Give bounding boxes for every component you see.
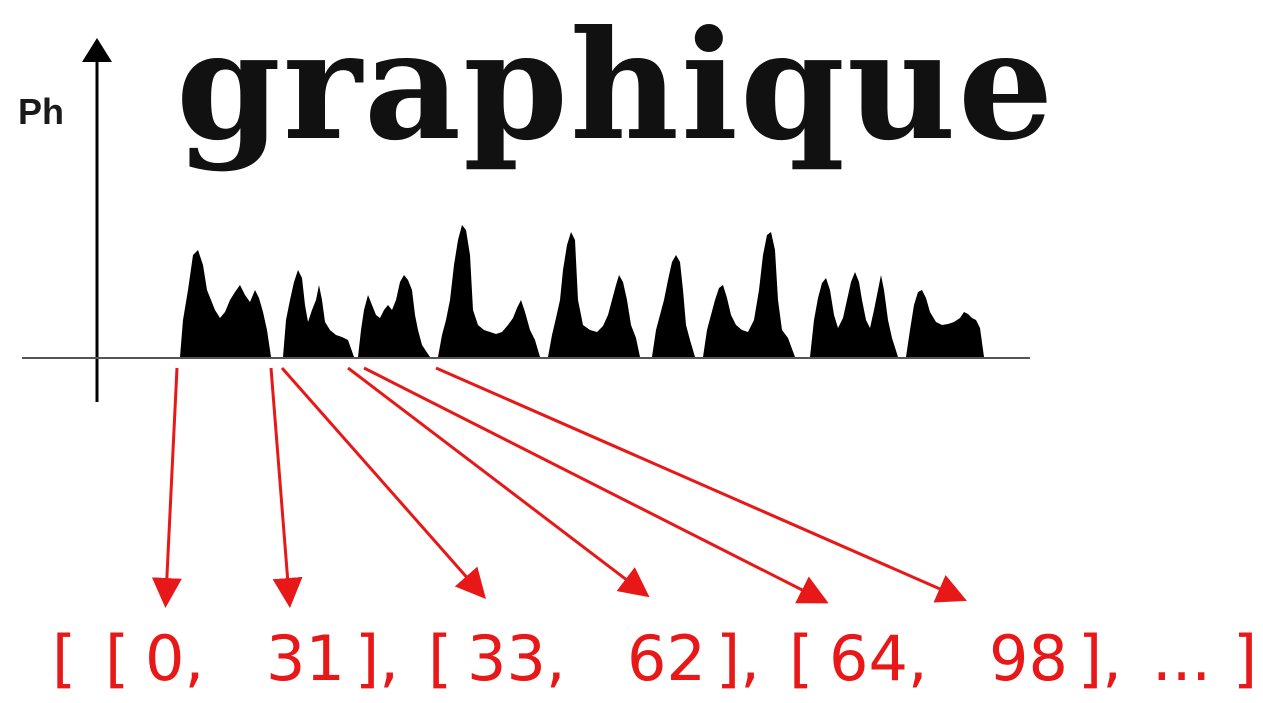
array-close-bracket: ] [1233,622,1257,695]
segment-1-close: ], [355,622,399,695]
profile-shape [180,225,984,357]
word-image: graphique [176,0,1055,174]
segment-1-start: 0, [145,622,204,695]
segment-3-open: [ [789,622,813,695]
arrow-segment-3-end [435,366,967,603]
arrow-segment-3-start [363,366,829,604]
segment-2-end: 62 [627,622,706,695]
projection-profile [180,225,984,357]
arrow-segment-2-end [347,366,650,598]
arrow-segment-2-start [280,367,486,599]
segment-2-close: ], [716,622,760,695]
array-ellipsis: ... [1152,622,1211,695]
segment-1-open: [ [105,622,129,695]
array-open-bracket: [ [52,622,76,695]
segment-2-start: 33, [467,622,566,695]
segment-1-end: 31 [266,622,345,695]
arrow-segment-1-end [269,367,303,608]
arrow-segment-1-start [151,367,182,608]
axis-label: Ph [18,91,64,132]
segment-3-end: 98 [989,622,1068,695]
segment-2-open: [ [428,622,452,695]
segment-3-start: 64, [829,622,928,695]
segment-3-close: ], [1078,622,1122,695]
segment-arrows [151,366,967,608]
